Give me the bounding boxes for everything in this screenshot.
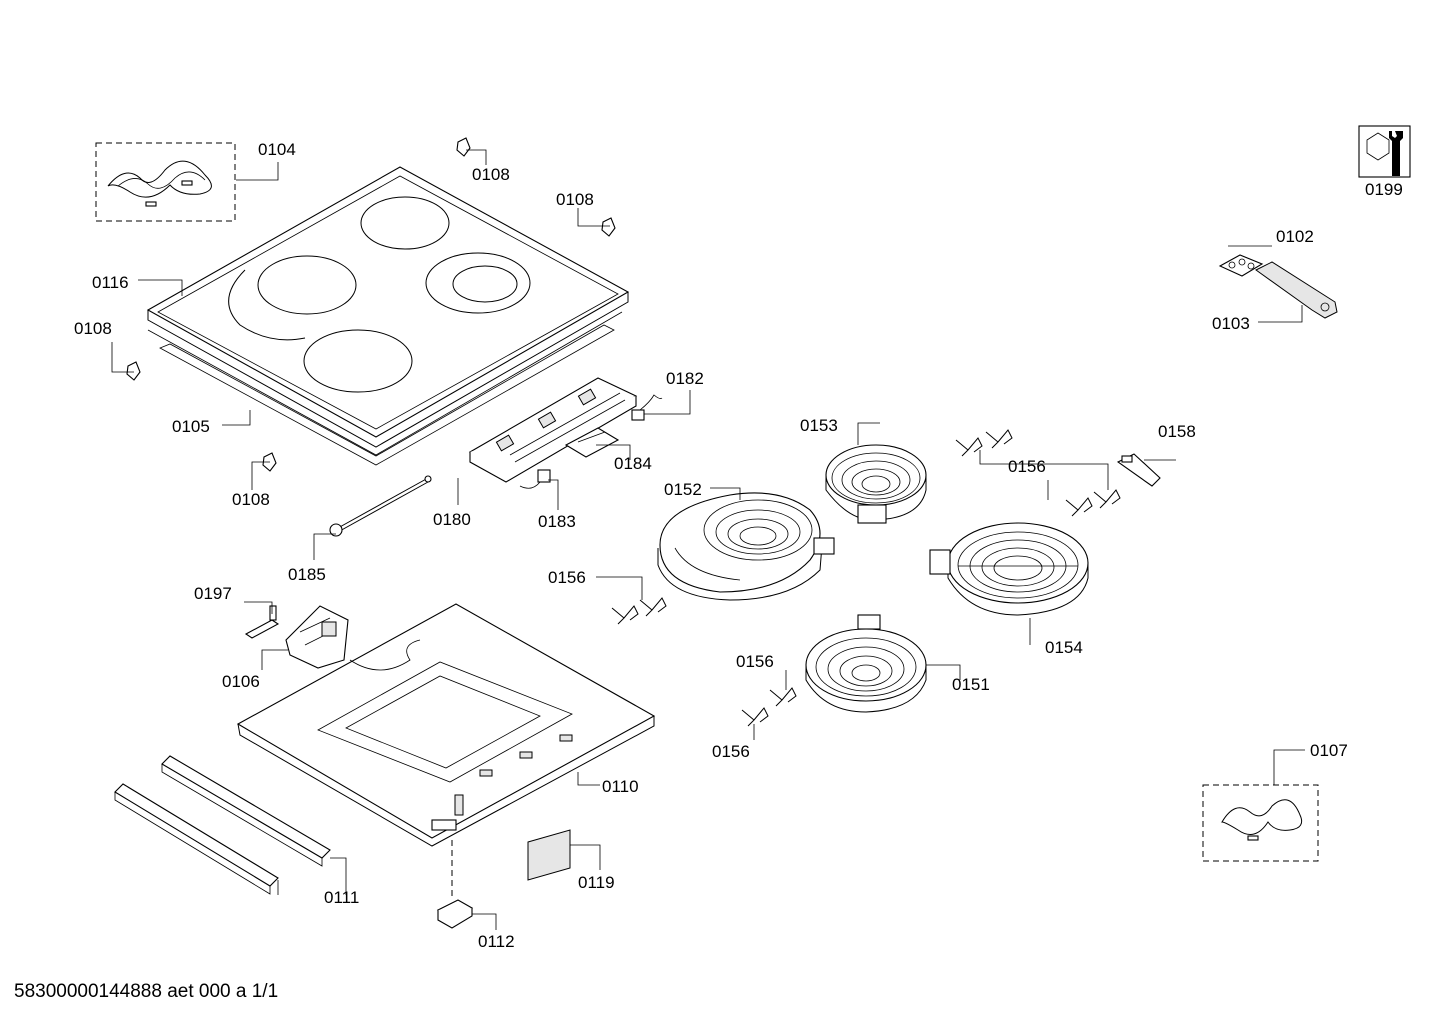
label-0156-c: 0156 (736, 652, 774, 671)
circuit-board-0184 (564, 427, 620, 458)
terminal-bracket-0197 (244, 605, 280, 639)
heating-element-0152 (657, 492, 835, 601)
part-labels: 0104 0108 0108 0116 0108 0105 0108 0180 … (74, 140, 1403, 951)
document-id: 58300000144888 aet 000 a 1/1 (14, 981, 279, 1002)
heating-element-0151 (805, 614, 927, 713)
label-0156-b: 0156 (548, 568, 586, 587)
label-0151: 0151 (952, 675, 990, 694)
heating-element-0153 (825, 444, 927, 524)
terminal-block (285, 605, 349, 669)
connector-0182 (631, 394, 663, 421)
heating-element-0154 (929, 522, 1089, 616)
label-0106: 0106 (222, 672, 260, 691)
glass-ceramic-cooktop (146, 166, 630, 448)
label-0154: 0154 (1045, 638, 1083, 657)
label-0156-a: 0156 (1008, 457, 1046, 476)
spring-clip (611, 429, 1121, 727)
label-0156-d: 0156 (712, 742, 750, 761)
label-0119: 0119 (578, 873, 615, 892)
label-0197: 0197 (194, 584, 232, 603)
label-0199: 0199 (1365, 180, 1403, 199)
foot-0112 (436, 840, 474, 929)
temperature-sensor (329, 475, 432, 537)
label-0153: 0153 (800, 416, 838, 435)
connector-0183 (519, 469, 551, 489)
control-module (468, 377, 638, 483)
label-0116: 0116 (92, 273, 129, 292)
wiring-harness-kit (95, 142, 236, 222)
service-wrench-icon (1358, 125, 1411, 178)
label-0184: 0184 (614, 454, 652, 473)
label-0183: 0183 (538, 512, 576, 531)
label-0110: 0110 (602, 777, 639, 796)
label-0108-a: 0108 (472, 165, 510, 184)
rating-plate (527, 829, 571, 881)
label-0180: 0180 (433, 510, 471, 529)
label-0112: 0112 (478, 932, 515, 951)
label-0105: 0105 (172, 417, 210, 436)
label-0108-b: 0108 (556, 190, 594, 209)
label-0102: 0102 (1276, 227, 1314, 246)
label-0108-c: 0108 (74, 319, 112, 338)
label-0152: 0152 (664, 480, 702, 499)
label-0111: 0111 (324, 888, 359, 907)
label-0103: 0103 (1212, 314, 1250, 333)
label-0182: 0182 (666, 369, 704, 388)
label-0185: 0185 (288, 565, 326, 584)
mounting-bracket (1218, 254, 1338, 319)
leader-lines (111, 149, 1305, 930)
label-0158: 0158 (1158, 422, 1196, 441)
mounting-rail (114, 755, 331, 895)
wiring-harness-kit-2 (1202, 784, 1319, 862)
label-0107: 0107 (1310, 741, 1348, 760)
cooktop-seal (147, 311, 623, 466)
bottom-housing (236, 603, 656, 847)
support-bracket-0158 (1116, 453, 1161, 487)
label-0104: 0104 (258, 140, 296, 159)
label-0108-d: 0108 (232, 490, 270, 509)
